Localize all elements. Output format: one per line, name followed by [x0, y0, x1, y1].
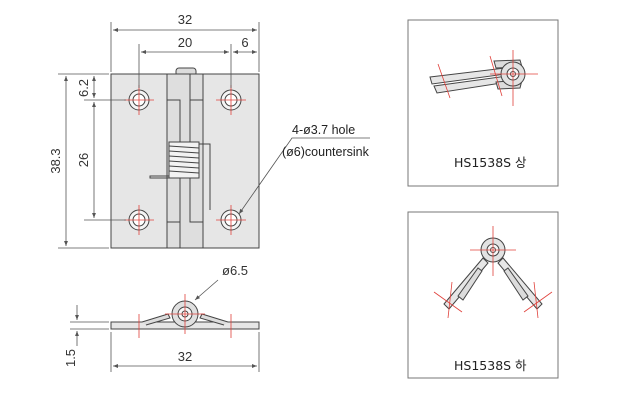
- lower-view-panel: HS1538S 하: [407, 211, 559, 379]
- dimension-labels: 32 20 6 38.3 6.2 26 4-ø3.7 hole (ø6)coun…: [48, 12, 370, 174]
- callout-countersink: (ø6)countersink: [282, 145, 370, 159]
- dimensions-front: [58, 22, 370, 249]
- dimensions-side: [70, 279, 260, 372]
- dim-width-overall: 32: [178, 12, 192, 27]
- mounting-holes: [128, 89, 242, 231]
- spring-coil: [149, 141, 211, 210]
- upper-view-panel: HS1538S 상: [407, 19, 559, 187]
- dim-edge-x: 6: [241, 35, 248, 50]
- centerlines: [124, 85, 246, 235]
- side-view: [110, 294, 260, 338]
- dim-width-side: 32: [178, 349, 192, 364]
- dim-hole-spacing-y: 26: [76, 153, 91, 167]
- dim-height-overall: 38.3: [48, 148, 63, 173]
- dim-pin-diameter: ø6.5: [222, 263, 248, 278]
- caption-lower-view: HS1538S 하: [454, 358, 527, 373]
- dim-thickness: 1.5: [63, 349, 78, 367]
- front-view: [110, 67, 260, 249]
- callout-hole: 4-ø3.7 hole: [292, 123, 355, 137]
- caption-upper-view: HS1538S 상: [454, 155, 527, 170]
- dim-hole-spacing-x: 20: [178, 35, 192, 50]
- dim-edge-y: 6.2: [76, 79, 91, 97]
